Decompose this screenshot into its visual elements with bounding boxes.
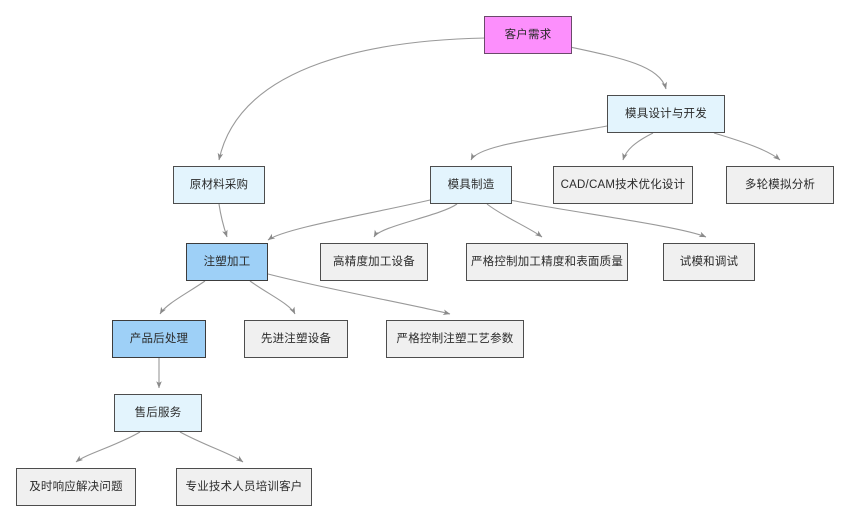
- edge-n3-to-n7: [218, 203, 228, 238]
- node-label: 售后服务: [134, 406, 182, 419]
- node-label: 原材料采购: [189, 178, 249, 191]
- edge-n1-to-n3: [217, 37, 487, 161]
- edge-n14-to-n15: [75, 431, 141, 463]
- edge-n14-to-n16: [179, 431, 244, 463]
- node-label: 模具制造: [447, 178, 495, 191]
- node-label: 及时响应解决问题: [29, 480, 123, 493]
- node-label: 客户需求: [504, 28, 552, 41]
- node-label: 多轮模拟分析: [744, 178, 816, 191]
- node-n4[interactable]: 模具制造: [430, 166, 512, 204]
- node-n6[interactable]: 多轮模拟分析: [726, 166, 834, 204]
- node-label: 高精度加工设备: [333, 255, 415, 268]
- edge-n2-to-n4: [470, 125, 608, 161]
- node-label: 先进注塑设备: [260, 332, 332, 345]
- edge-n4-to-n8: [373, 203, 458, 238]
- node-n15[interactable]: 及时响应解决问题: [16, 468, 136, 506]
- node-label: 专业技术人员培训客户: [185, 480, 303, 493]
- node-n16[interactable]: 专业技术人员培训客户: [176, 468, 312, 506]
- node-n7[interactable]: 注塑加工: [186, 243, 268, 281]
- node-n5[interactable]: CAD/CAM技术优化设计: [553, 166, 693, 204]
- node-label: 严格控制加工精度和表面质量: [470, 255, 624, 268]
- node-n11[interactable]: 产品后处理: [112, 320, 206, 358]
- edge-n7-to-n12: [249, 280, 296, 315]
- node-n14[interactable]: 售后服务: [114, 394, 202, 432]
- node-label: 模具设计与开发: [625, 107, 707, 120]
- node-label: 注塑加工: [203, 255, 251, 268]
- node-n1[interactable]: 客户需求: [484, 16, 572, 54]
- node-n3[interactable]: 原材料采购: [173, 166, 265, 204]
- node-n12[interactable]: 先进注塑设备: [244, 320, 348, 358]
- edge-n4-to-n9: [486, 203, 543, 238]
- node-n2[interactable]: 模具设计与开发: [607, 95, 725, 133]
- edge-n4-to-n10: [509, 199, 707, 238]
- edge-n2-to-n5: [622, 132, 654, 161]
- node-n9[interactable]: 严格控制加工精度和表面质量: [466, 243, 628, 281]
- node-n10[interactable]: 试模和调试: [663, 243, 755, 281]
- node-label: 产品后处理: [129, 332, 189, 345]
- node-label: 严格控制注塑工艺参数: [396, 332, 514, 345]
- node-n8[interactable]: 高精度加工设备: [320, 243, 428, 281]
- edge-n2-to-n6: [713, 132, 781, 161]
- edge-n4-to-n7: [267, 199, 431, 241]
- edge-n1-to-n2: [569, 46, 667, 90]
- edge-n7-to-n11: [159, 280, 206, 315]
- node-label: CAD/CAM技术优化设计: [560, 178, 686, 191]
- node-label: 试模和调试: [679, 255, 739, 268]
- node-n13[interactable]: 严格控制注塑工艺参数: [386, 320, 524, 358]
